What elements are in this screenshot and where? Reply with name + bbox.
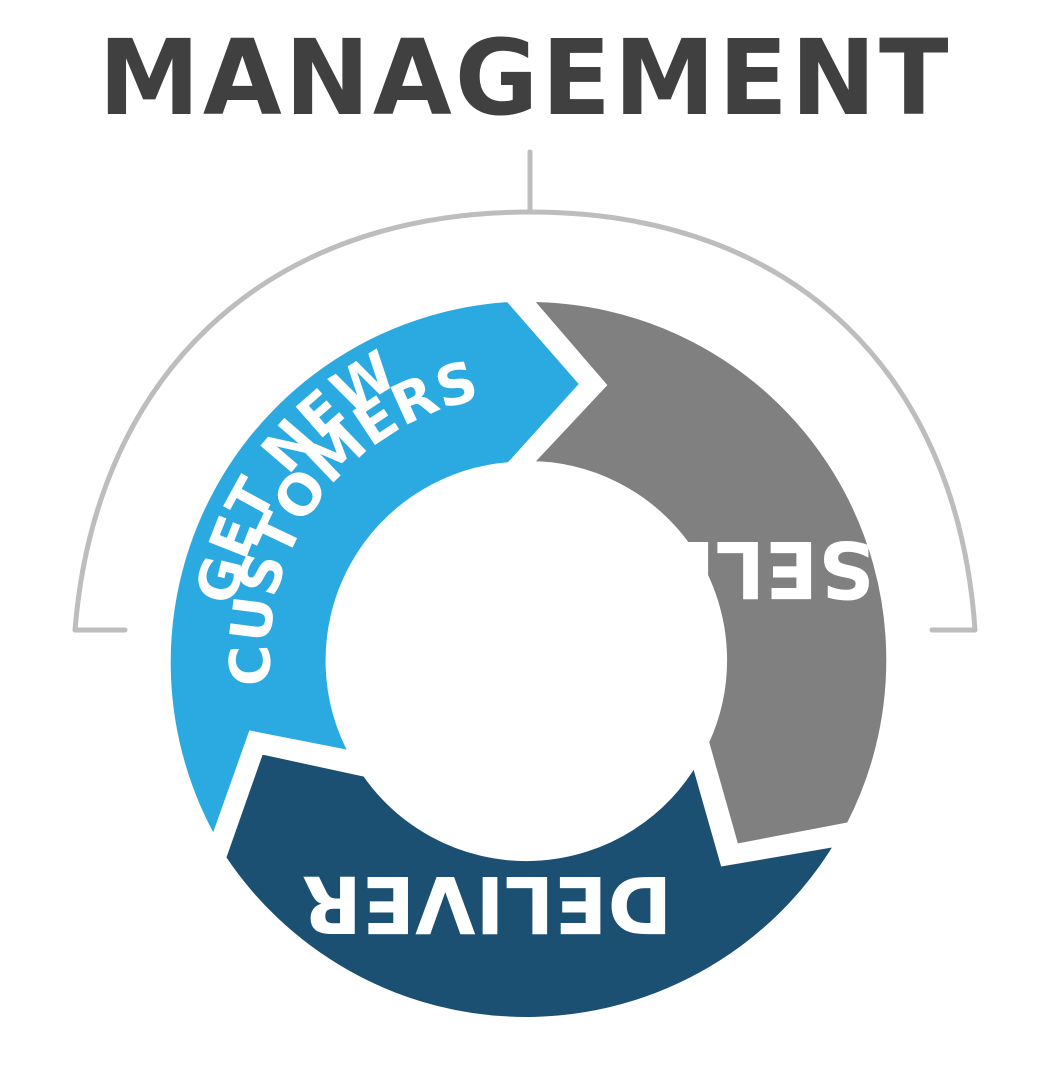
segment-get-new-customers	[162, 293, 590, 852]
segment-label-sell: SELL	[666, 523, 875, 613]
segment-deliver	[217, 745, 848, 1025]
segment-label-deliver: DELIVER	[302, 858, 672, 948]
segment-sell	[517, 293, 895, 853]
diagram-title: MANAGEMENT	[98, 17, 952, 139]
